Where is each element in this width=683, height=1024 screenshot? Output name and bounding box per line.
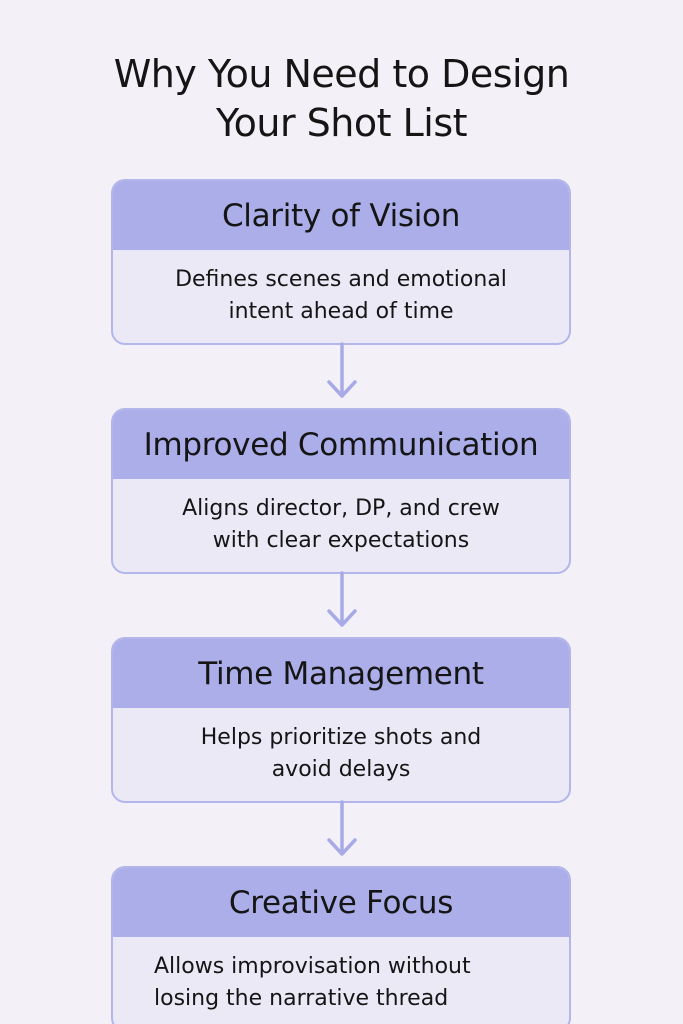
card-heading: Time Management [113,639,569,708]
card-description-line-1: Allows improvisation without [154,953,471,979]
card-improved-communication: Improved Communication Aligns director, … [111,408,571,574]
card-creative-focus: Creative Focus Allows improvisation with… [111,866,571,1024]
card-heading: Creative Focus [113,868,569,937]
card-heading: Improved Communication [113,410,569,479]
card-description-line-2: with clear expectations [212,527,470,553]
card-description: Defines scenes and emotional intent ahea… [113,250,569,343]
card-description-line-2: avoid delays [271,756,411,782]
card-description-line-2: losing the narrative thread [154,985,449,1011]
down-arrow-icon [327,571,357,627]
card-description: Aligns director, DP, and crew with clear… [113,479,569,572]
page-title-line-2: Your Shot List [215,101,468,145]
down-arrow-icon [327,800,357,856]
card-description: Helps prioritize shots and avoid delays [113,708,569,801]
card-clarity-of-vision: Clarity of Vision Defines scenes and emo… [111,179,571,345]
page-title: Why You Need to Design Your Shot List [0,50,683,148]
card-heading: Clarity of Vision [113,181,569,250]
card-time-management: Time Management Helps prioritize shots a… [111,637,571,803]
card-description-line-1: Helps prioritize shots and [200,724,482,750]
page-title-line-1: Why You Need to Design [113,52,570,96]
down-arrow-icon [327,342,357,398]
card-description-line-1: Defines scenes and emotional [175,266,507,292]
card-description-line-2: intent ahead of time [228,298,454,324]
card-description-line-1: Aligns director, DP, and crew [182,495,500,521]
card-description: Allows improvisation without losing the … [113,937,569,1024]
